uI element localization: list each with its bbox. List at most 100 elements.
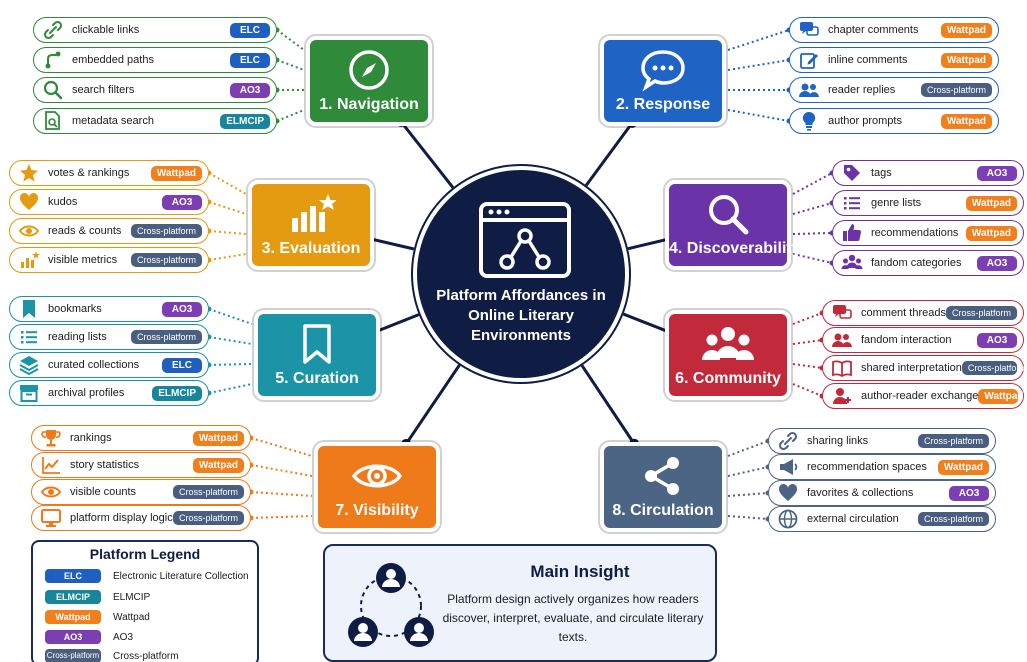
item-connector <box>250 515 313 519</box>
affordance-label: chapter comments <box>828 24 919 36</box>
affordance-item: embedded paths ELC <box>33 47 277 73</box>
chat-bubble-icon <box>604 46 722 94</box>
platform-badge: Wattpad <box>192 457 244 473</box>
legend-text: Cross-platform <box>113 650 179 662</box>
affordance-label: genre lists <box>871 197 922 209</box>
list-icon <box>18 326 40 348</box>
affordance-item: clickable links ELC <box>33 17 277 43</box>
affordance-label: external circulation <box>807 513 899 525</box>
legend-text: ELMCIP <box>113 591 151 603</box>
platform-badge: Cross-platform <box>172 511 244 525</box>
platform-badge: Wattpad <box>940 22 992 38</box>
legend-row: AO3 AO3 <box>45 629 133 645</box>
item-connector <box>727 59 790 71</box>
open-book-icon <box>831 357 853 379</box>
affordance-label: metadata search <box>72 115 154 127</box>
browser-network-icon <box>477 200 573 285</box>
affordance-label: author prompts <box>828 115 902 127</box>
affordance-item: metadata search ELMCIP <box>33 108 277 134</box>
item-connector <box>792 339 823 345</box>
platform-badge: ELC <box>230 52 270 68</box>
star-icon <box>18 162 40 184</box>
affordance-item: favorites & collections AO3 <box>768 480 996 506</box>
legend-badge: ELMCIP <box>45 590 101 604</box>
affordance-label: fandom categories <box>871 257 962 269</box>
legend-row: Cross-platform Cross-platform <box>45 648 179 662</box>
affordance-label: author-reader exchange <box>861 390 979 402</box>
item-connector <box>208 230 247 235</box>
platform-badge: Wattpad <box>937 459 989 475</box>
affordance-item: author prompts Wattpad <box>789 108 999 134</box>
platform-badge: Wattpad <box>940 113 992 129</box>
affordance-item: search filters AO3 <box>33 77 277 103</box>
affordance-item: chapter comments Wattpad <box>789 17 999 43</box>
affordance-label: fandom interaction <box>861 334 952 346</box>
list-icon <box>841 192 863 214</box>
platform-badge: Wattpad <box>150 165 202 181</box>
platform-badge: Cross-platform <box>945 306 1017 320</box>
spoke-line <box>399 120 455 189</box>
trophy-icon <box>40 427 62 449</box>
affordance-label: sharing links <box>807 435 869 447</box>
legend-badge: AO3 <box>45 630 101 644</box>
user-add-icon <box>831 385 853 407</box>
affordance-label: visible counts <box>70 486 137 498</box>
node-title: 1. Navigation <box>319 96 419 113</box>
item-connector <box>727 466 769 477</box>
platform-badge: Wattpad <box>965 195 1017 211</box>
center-hub: Platform Affordances in Online Literary … <box>413 166 629 382</box>
affordance-item: genre lists Wattpad <box>832 190 1024 216</box>
heart-icon <box>777 482 799 504</box>
affordance-label: reads & counts <box>48 225 122 237</box>
platform-badge: Wattpad <box>940 52 992 68</box>
affordance-item: reading lists Cross-platform <box>9 324 209 350</box>
affordance-item: shared interpretation Cross-platform <box>822 355 1027 381</box>
heart-icon <box>18 191 40 213</box>
platform-badge: Cross-platform <box>130 330 202 344</box>
affordance-item: external circulation Cross-platform <box>768 506 996 532</box>
legend-badge: Wattpad <box>45 610 101 624</box>
legend-text: Wattpad <box>113 611 150 623</box>
node-curation: 5. Curation <box>254 310 380 400</box>
node-visibility: 7. Visibility <box>314 442 440 532</box>
platform-badge: Cross-platform <box>920 83 992 97</box>
platform-badge: Cross-platform <box>172 485 244 499</box>
affordance-item: author-reader exchange Wattpad <box>822 383 1024 409</box>
trend-icon <box>40 454 62 476</box>
item-connector <box>792 232 833 235</box>
node-circulation: 8. Circulation <box>600 442 726 532</box>
megaphone-icon <box>777 456 799 478</box>
legend-text: AO3 <box>113 631 134 643</box>
item-connector <box>276 109 305 122</box>
affordance-item: tags AO3 <box>832 160 1024 186</box>
spoke-line <box>584 121 634 187</box>
affordance-label: search filters <box>72 84 135 96</box>
people-icon <box>669 320 787 368</box>
platform-badge: Cross-platform <box>130 224 202 238</box>
affordance-label: clickable links <box>72 24 140 36</box>
metrics-icon <box>18 249 40 271</box>
platform-badge: ELMCIP <box>152 385 202 401</box>
platform-badge: AO3 <box>977 165 1017 181</box>
spoke-line <box>404 364 461 445</box>
affordance-item: visible metrics Cross-platform <box>9 247 209 273</box>
item-connector <box>792 172 833 195</box>
group-icon <box>841 252 863 274</box>
affordance-label: story statistics <box>70 459 140 471</box>
affordance-label: archival profiles <box>48 387 125 399</box>
affordance-label: votes & rankings <box>48 167 130 179</box>
affordance-item: reader replies Cross-platform <box>789 77 999 103</box>
item-connector <box>727 29 790 51</box>
thumbs-up-icon <box>841 222 863 244</box>
platform-badge: AO3 <box>162 301 202 317</box>
item-connector <box>250 491 313 497</box>
layers-icon <box>18 354 40 376</box>
affordance-label: visible metrics <box>48 254 118 266</box>
platform-badge: AO3 <box>162 194 202 210</box>
item-connector <box>727 492 769 497</box>
globe-icon <box>777 508 799 530</box>
archive-icon <box>18 382 40 404</box>
platform-legend: Platform Legend ELC Electronic Literatur… <box>31 540 259 662</box>
affordance-item: bookmarks AO3 <box>9 296 209 322</box>
link-icon <box>777 430 799 452</box>
